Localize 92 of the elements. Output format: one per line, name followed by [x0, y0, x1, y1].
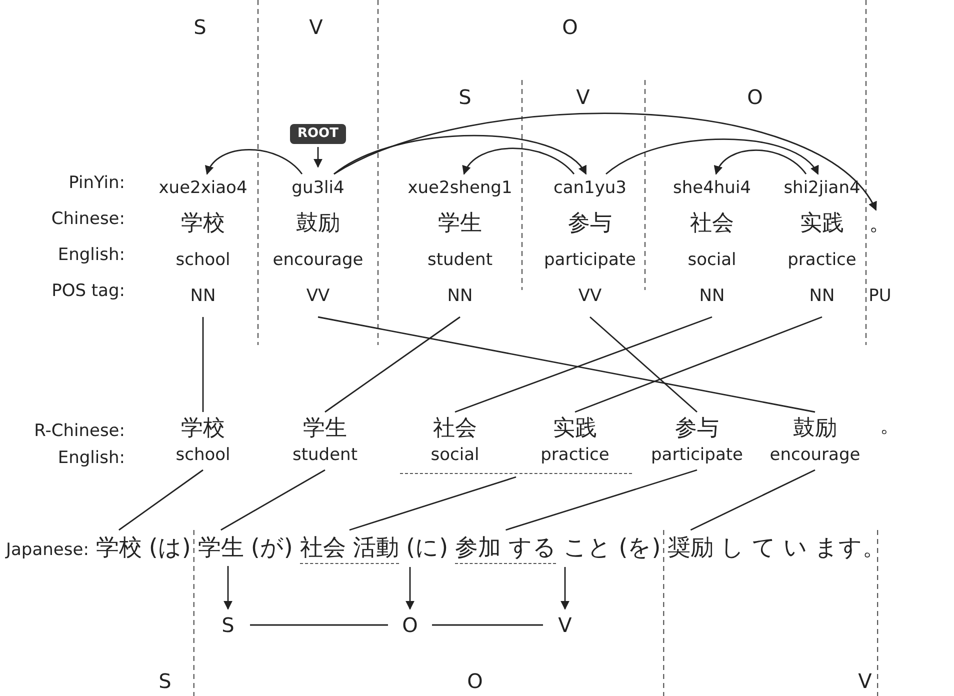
gloss-text: school [176, 444, 230, 467]
arrow [224, 566, 232, 610]
role-letter: S [216, 612, 240, 638]
hanzi-text: 学生 [303, 415, 347, 443]
hanzi-text: 实践 [553, 415, 597, 443]
arrow [560, 567, 570, 610]
pinyin-text: xue2sheng1 [408, 177, 512, 200]
column-heading: O [562, 14, 578, 40]
alignment-line [202, 317, 204, 412]
dependency-arc [463, 148, 574, 175]
arrow [406, 567, 414, 610]
column-heading: V [576, 84, 590, 110]
hanzi-text: 实践 [800, 211, 844, 237]
alignment-line [118, 469, 204, 531]
particle-text: (は) [148, 534, 191, 563]
gloss-text: social [430, 444, 480, 467]
hanzi-text: 社会 [433, 415, 477, 443]
alignment-line [250, 624, 388, 626]
pinyin-text: can1yu3 [554, 177, 626, 200]
column-heading: S [458, 84, 472, 110]
hanzi-text: 。 [869, 211, 891, 237]
alignment-line [590, 316, 698, 413]
pinyin-text: shi2jian4 [784, 177, 860, 200]
pos-tag: PU [868, 283, 892, 309]
row-label: English: [58, 447, 125, 470]
hanzi-text: 社会 [690, 211, 734, 237]
alignment-line [432, 624, 543, 626]
particle-text: (に) [406, 534, 448, 563]
gloss-text: encourage [770, 444, 860, 467]
row-label: Japanese: [6, 539, 89, 562]
alignment-line [220, 469, 326, 531]
pos-tag: NN [447, 283, 473, 309]
hanzi-text: 鼓励 [296, 211, 340, 237]
row-label: Chinese: [51, 208, 125, 231]
dependency-arc [715, 150, 807, 175]
japanese-text: し て い ます。 [720, 534, 886, 563]
alignment-line [454, 316, 712, 413]
row-label: R-Chinese: [34, 420, 125, 443]
alignment-line [324, 316, 460, 413]
alignment-line [506, 469, 698, 531]
column-heading: S [158, 668, 172, 694]
pinyin-text: gu3li4 [292, 177, 344, 200]
gloss-text: practice [540, 444, 610, 467]
japanese-word: 学生 [198, 533, 244, 563]
gloss-text: participate [651, 444, 743, 467]
gloss-text: participate [544, 249, 636, 272]
gloss-text: student [292, 444, 358, 467]
gloss-text: school [176, 249, 230, 272]
gloss-text: social [688, 249, 736, 272]
hanzi-text: 学校 [181, 415, 225, 443]
alignment-line [574, 316, 822, 413]
gloss-text: student [428, 249, 492, 272]
row-label: PinYin: [68, 172, 125, 195]
row-label: English: [58, 244, 125, 267]
particle-text: (が) [250, 534, 293, 563]
column-heading: S [194, 14, 206, 40]
column-heading: V [309, 14, 323, 40]
alignment-line [690, 469, 816, 531]
dependency-arc [334, 134, 587, 175]
gloss-text: practice [788, 249, 856, 272]
row-label: POS tag: [52, 280, 125, 303]
pos-tag: NN [699, 283, 725, 309]
pinyin-text: xue2xiao4 [158, 177, 248, 200]
column-heading: O [467, 668, 483, 694]
gloss-text: encourage [272, 249, 364, 272]
hanzi-text: 鼓励 [793, 415, 837, 443]
pos-tag: VV [578, 283, 602, 309]
japanese-word: 社会 活動 [300, 533, 400, 564]
japanese-word: 学校 [96, 533, 142, 563]
hanzi-text: 学生 [438, 211, 482, 237]
alignment-line [318, 316, 816, 413]
arrow [314, 147, 322, 168]
root-badge: ROOT [290, 124, 346, 144]
pos-tag: VV [306, 283, 330, 309]
role-letter: O [398, 612, 422, 638]
japanese-word: 参加 する [455, 533, 556, 564]
dependency-arc [206, 149, 303, 175]
column-heading: O [747, 84, 763, 110]
pos-tag: NN [809, 283, 835, 309]
hanzi-text: 学校 [181, 211, 225, 237]
pinyin-text: she4hui4 [673, 177, 751, 200]
punctuation-mark: 。 [880, 412, 900, 438]
role-letter: V [553, 612, 577, 638]
column-heading: V [858, 668, 872, 694]
dependency-arc [606, 138, 819, 175]
dependency-arc [334, 113, 877, 211]
japanese-word: 奨励 [668, 533, 714, 563]
alignment-line [349, 476, 516, 531]
hanzi-text: 参与 [675, 415, 719, 443]
pos-tag: NN [190, 283, 216, 309]
hanzi-text: 参与 [568, 211, 612, 237]
japanese-text: こと (を) [563, 534, 661, 563]
